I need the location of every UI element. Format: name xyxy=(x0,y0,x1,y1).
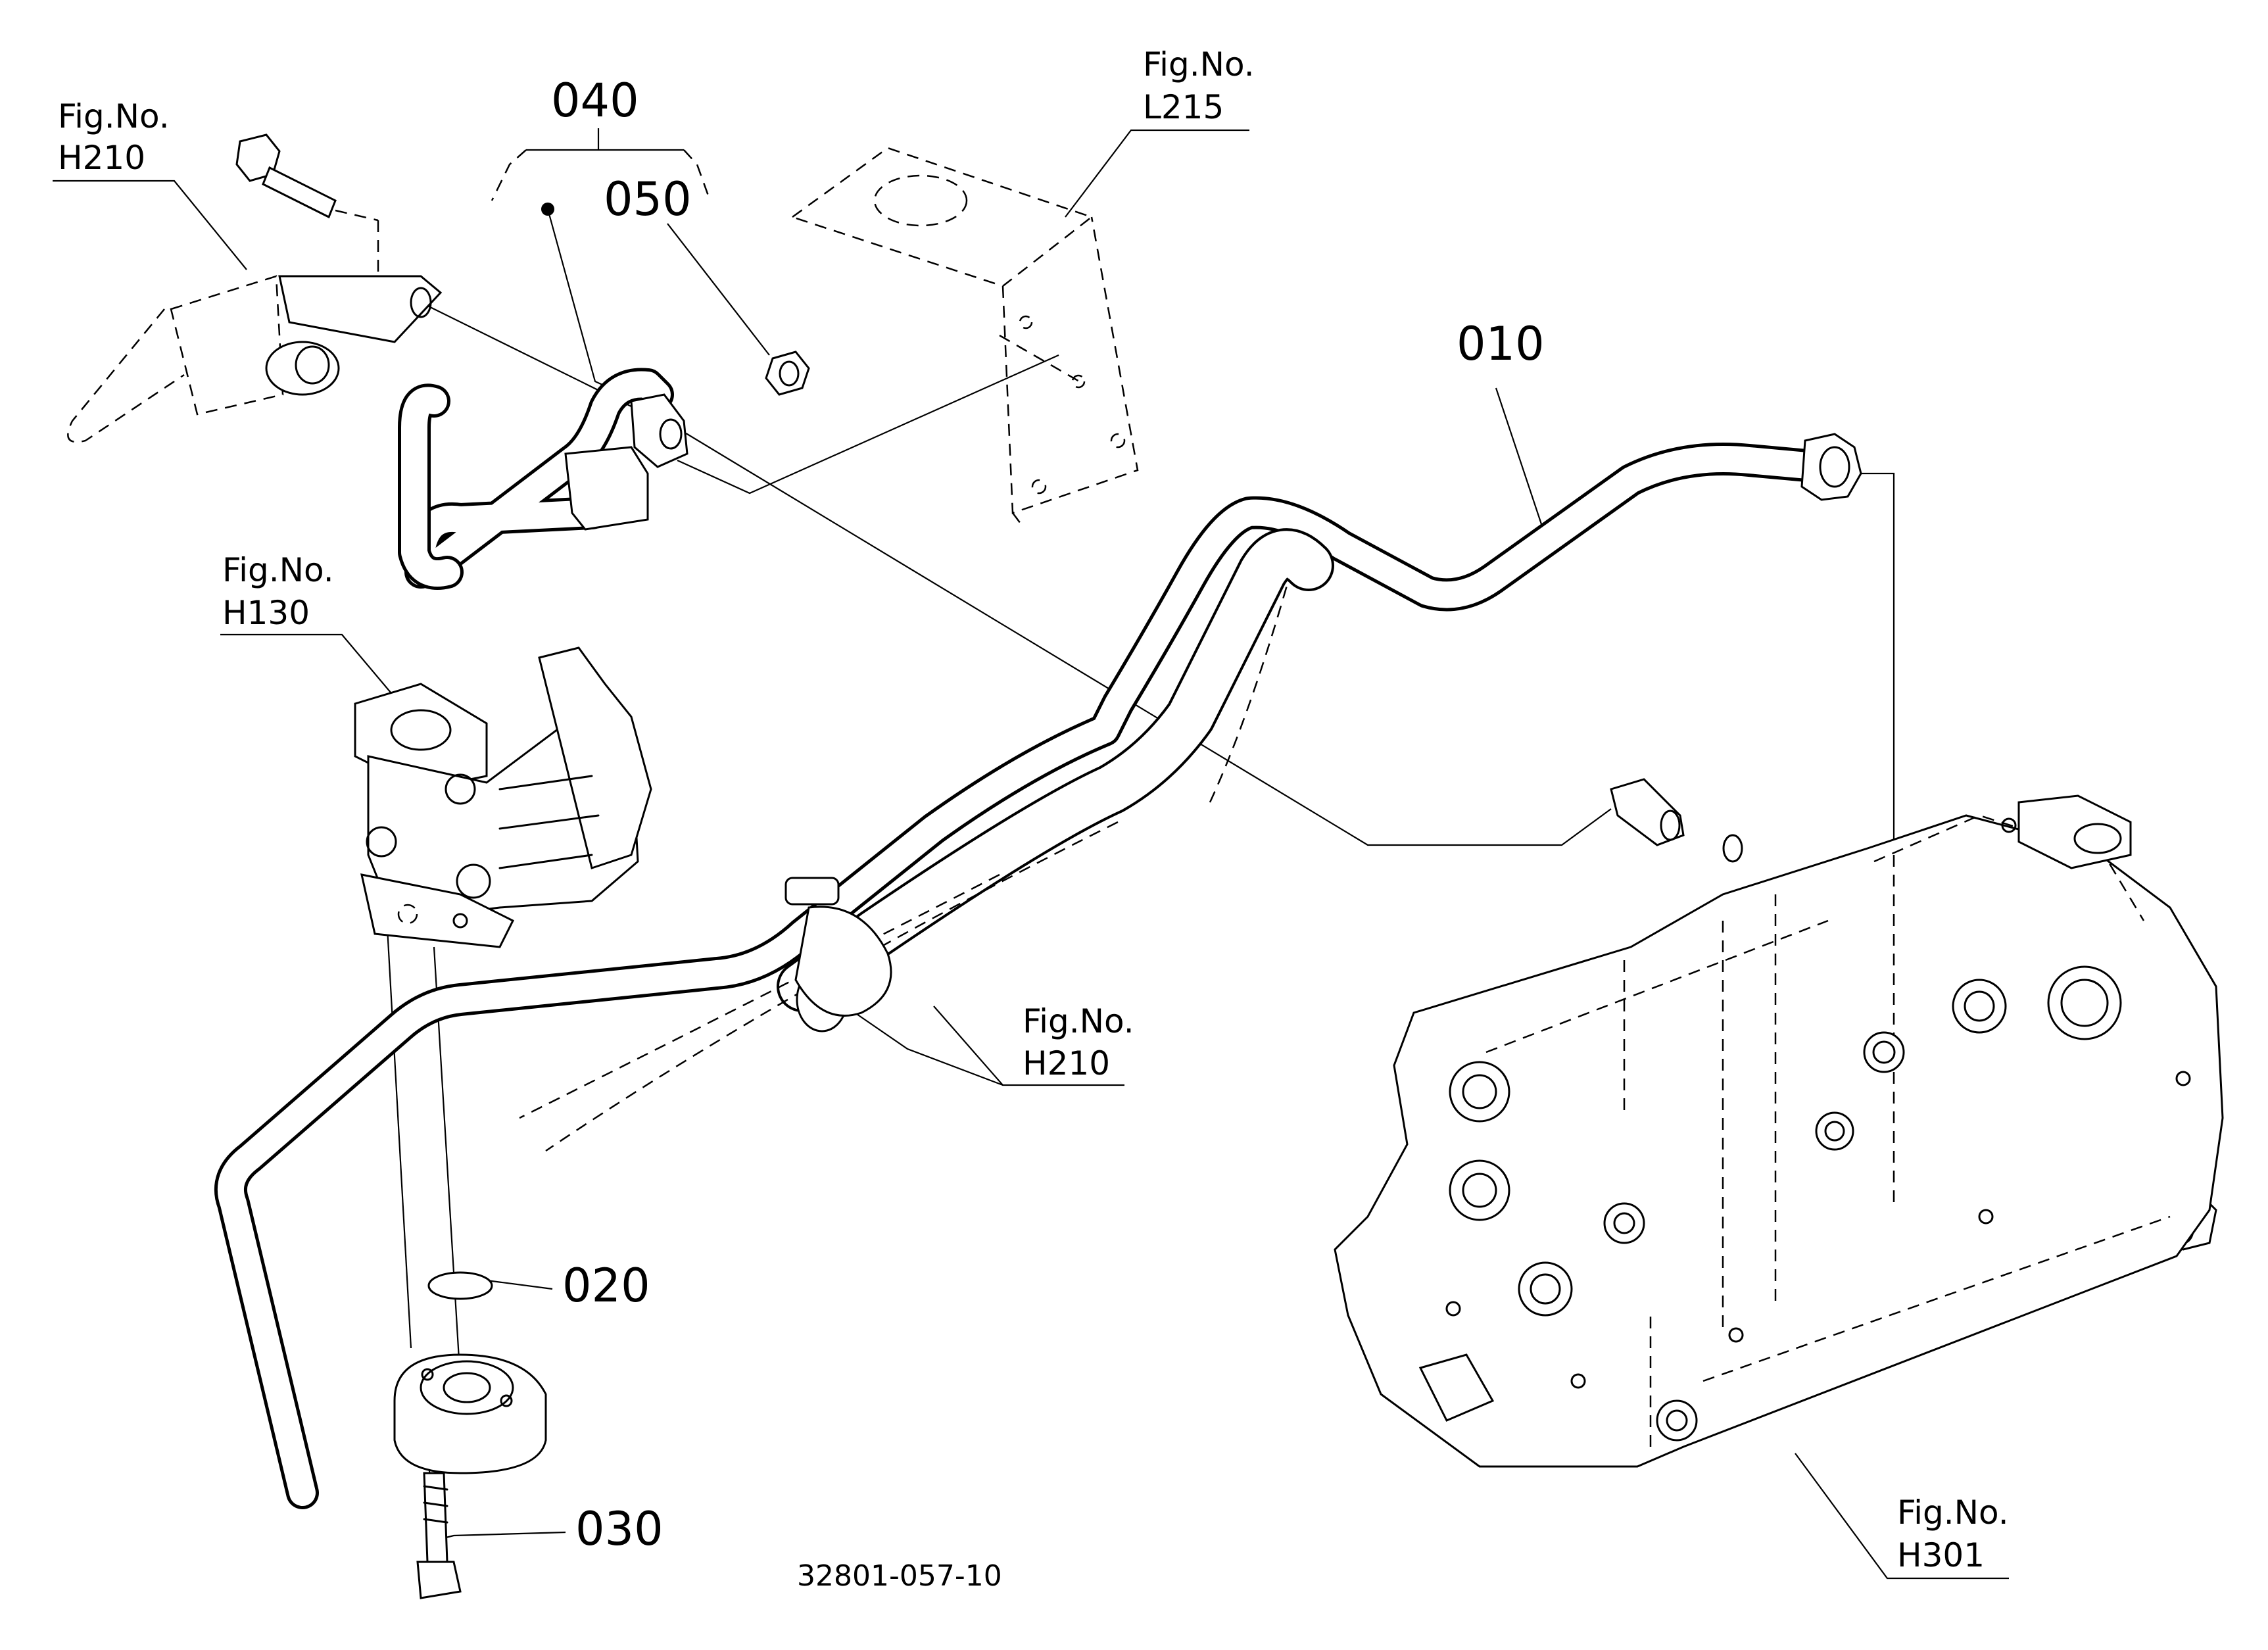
part-number-030: 030 xyxy=(575,1502,664,1556)
fig-ref-h210-mid-prefix: Fig.No. xyxy=(1023,1002,1134,1040)
fig-ref-h130-prefix: Fig.No. xyxy=(222,551,334,589)
valve-h301 xyxy=(1334,778,2224,1468)
bolt-030 xyxy=(416,1472,462,1599)
part-number-010: 010 xyxy=(1457,317,1545,371)
part-number-020: 020 xyxy=(562,1259,650,1313)
part-number-050: 050 xyxy=(604,172,692,226)
fig-ref-h210-mid-code: H210 xyxy=(1023,1044,1111,1082)
fig-ref-h210-top-code: H210 xyxy=(58,139,146,177)
fig-ref-h301-code: H301 xyxy=(1897,1536,1985,1574)
oring-020 xyxy=(427,1271,493,1300)
mount-h210 xyxy=(67,133,443,443)
part-number-040: 040 xyxy=(551,74,639,128)
bracket-l215 xyxy=(790,147,1139,527)
flange-connector xyxy=(393,1353,547,1474)
drawing-code: 32801-057-10 xyxy=(797,1559,1002,1593)
hose-h210 xyxy=(519,528,1334,1152)
plug-050 xyxy=(765,351,810,396)
pipe-040 xyxy=(398,368,688,590)
pump-h130 xyxy=(354,646,652,948)
pipe-010 xyxy=(214,433,1862,1509)
fig-ref-h210-top-prefix: Fig.No. xyxy=(58,97,170,135)
leader-lines xyxy=(53,128,2009,1580)
fig-ref-h130-code: H130 xyxy=(222,594,310,632)
fig-ref-l215-code: L215 xyxy=(1143,88,1224,126)
fig-ref-h301-prefix: Fig.No. xyxy=(1897,1493,2009,1532)
fig-ref-l215-prefix: Fig.No. xyxy=(1143,45,1255,84)
